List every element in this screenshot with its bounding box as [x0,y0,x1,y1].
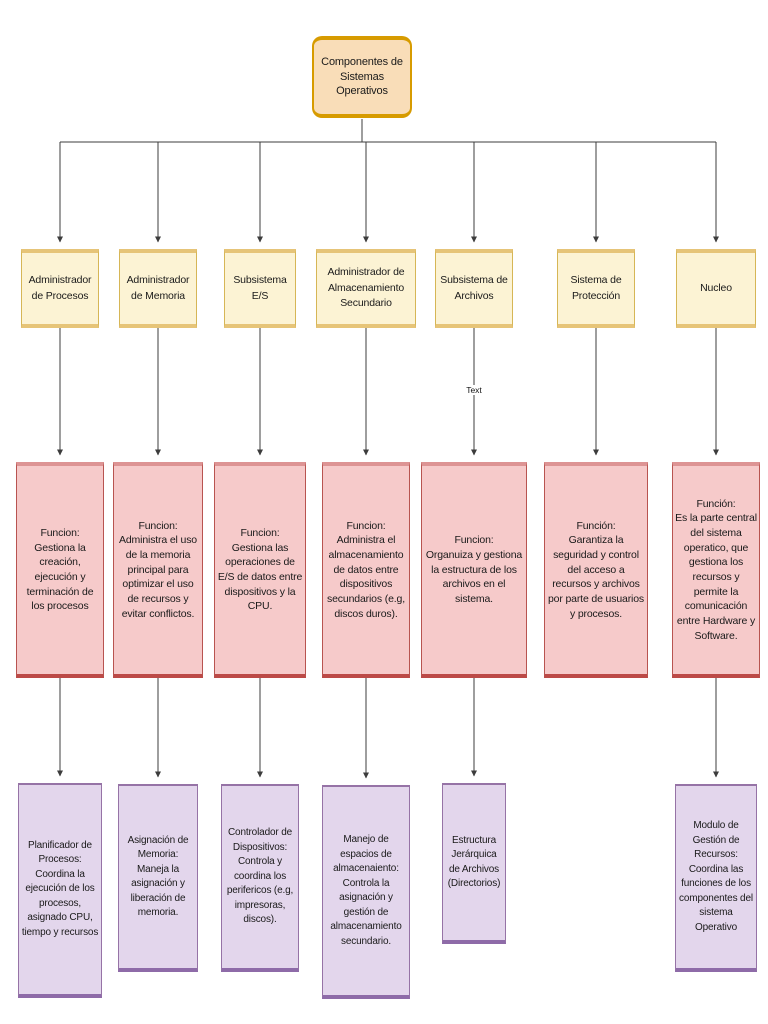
edge-label-text[interactable]: Text [463,385,485,395]
component-label: Administrador de Procesos [28,273,92,302]
function-node-procesos[interactable]: Funcion: Gestiona la creación, ejecución… [16,462,104,678]
function-text: Función: Garantiza la seguridad y contro… [547,519,645,620]
component-label: Administrador de Almacenamiento Secundar… [327,265,405,310]
module-text: Modulo de Gestión de Recursos: Coordina … [679,820,753,933]
component-label: Subsistema de Archivos [440,273,508,302]
module-text: Asignación de Memoria: Maneja la asignac… [127,834,189,919]
component-label: Nucleo [700,281,732,294]
function-node-proteccion[interactable]: Función: Garantiza la seguridad y contro… [544,462,648,678]
component-node-subsistema-de-archivos[interactable]: Subsistema de Archivos [435,249,513,328]
function-text: Funcion: Administra el uso de la memoria… [119,519,197,620]
root-node-componentes[interactable]: Componentes de Sistemas Operativos [312,36,412,118]
module-node-controlador-de-dispositivos[interactable]: Controlador de Dispositivos: Controla y … [221,784,299,972]
module-node-estructura-jerarquica[interactable]: Estructura Jerárquica de Archivos (Direc… [442,783,506,944]
function-node-almacenamiento[interactable]: Funcion: Administra el almacenamiento de… [322,462,410,678]
module-node-planificador-de-procesos[interactable]: Planificador de Procesos: Coordina la ej… [18,783,102,998]
function-text: Funcion: Organuiza y gestiona la estruct… [425,534,523,606]
function-node-memoria[interactable]: Funcion: Administra el uso de la memoria… [113,462,203,678]
module-text: Manejo de espacios de almacenaiento: Con… [330,834,402,947]
module-text: Estructura Jerárquica de Archivos (Direc… [447,834,501,890]
module-node-modulo-gestion-recursos[interactable]: Modulo de Gestión de Recursos: Coordina … [675,784,757,972]
function-node-archivos[interactable]: Funcion: Organuiza y gestiona la estruct… [421,462,527,678]
function-text: Funcion: Administra el almacenamiento de… [327,519,405,620]
component-label: Subsistema E/S [233,273,287,302]
component-node-nucleo[interactable]: Nucleo [676,249,756,328]
root-node-label: Componentes de Sistemas Operativos [321,55,403,98]
component-node-sistema-de-proteccion[interactable]: Sistema de Protección [557,249,635,328]
module-node-asignacion-de-memoria[interactable]: Asignación de Memoria: Maneja la asignac… [118,784,198,972]
function-text: Función: Es la parte central del sistema… [675,497,757,642]
component-node-administrador-de-procesos[interactable]: Administrador de Procesos [21,249,99,328]
module-node-manejo-de-espacios[interactable]: Manejo de espacios de almacenaiento: Con… [322,785,410,999]
component-label: Sistema de Protección [570,273,622,302]
module-text: Planificador de Procesos: Coordina la ej… [21,839,99,938]
function-text: Funcion: Gestiona las operaciones de E/S… [217,526,303,613]
module-text: Controlador de Dispositivos: Controla y … [226,827,294,926]
function-text: Funcion: Gestiona la creación, ejecución… [26,526,94,613]
component-node-subsistema-es[interactable]: Subsistema E/S [224,249,296,328]
component-node-administrador-de-memoria[interactable]: Administrador de Memoria [119,249,197,328]
component-label: Administrador de Memoria [126,273,190,302]
component-node-administrador-almacenamiento-secundario[interactable]: Administrador de Almacenamiento Secundar… [316,249,416,328]
function-node-es[interactable]: Funcion: Gestiona las operaciones de E/S… [214,462,306,678]
function-node-nucleo[interactable]: Función: Es la parte central del sistema… [672,462,760,678]
